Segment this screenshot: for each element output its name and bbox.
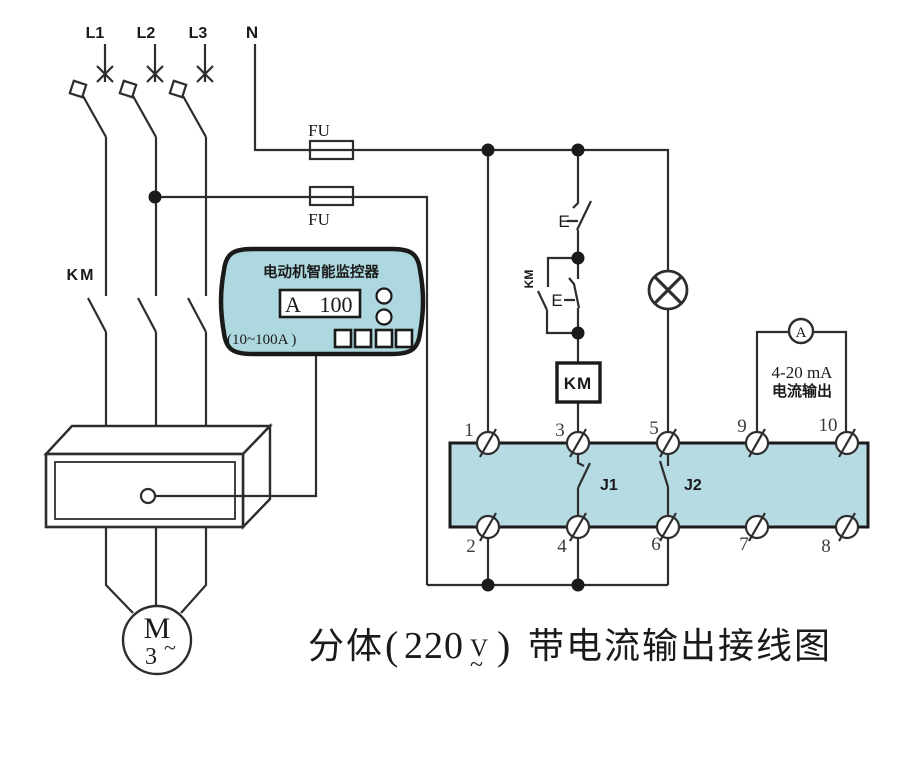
breaker-x-l2	[146, 44, 164, 83]
title-open-paren: (	[385, 623, 398, 668]
title-number: 220	[404, 625, 464, 667]
label-terminal-1: 1	[464, 420, 474, 441]
control-circuit	[253, 44, 689, 443]
terminal-slashes-top	[479, 428, 856, 458]
title-part1: 分体	[308, 625, 384, 666]
junction-dot	[481, 578, 495, 592]
monitor-display-value: 100	[320, 292, 353, 317]
monitor-key-4	[394, 328, 414, 349]
monitor-key-3	[374, 328, 394, 349]
ct-signal-wire	[155, 354, 318, 498]
label-fu2: FU	[308, 210, 330, 229]
label-j2: J2	[684, 477, 702, 494]
monitor-button-top	[375, 287, 393, 305]
stop-button-symbol	[567, 150, 592, 258]
label-km-coil: KM	[564, 374, 592, 393]
label-l1: L1	[86, 25, 105, 42]
fuse-through-wires	[310, 148, 353, 199]
monitor-device: 电动机智能监控器 A 100 (10~100A )	[218, 246, 426, 357]
label-fu1: FU	[308, 121, 330, 140]
label-terminal-5: 5	[649, 418, 659, 439]
isolator-hinge-l1	[68, 79, 88, 99]
monitor-range: (10~100A )	[227, 332, 296, 348]
label-l3: L3	[189, 25, 208, 42]
terminal-strip	[427, 317, 870, 587]
label-terminal-9: 9	[737, 416, 747, 437]
title-volt: V	[470, 635, 488, 662]
isolator-hinge-l2	[118, 79, 138, 99]
junction-dot	[148, 190, 162, 204]
label-terminal-8: 8	[821, 536, 831, 557]
monitor-key-1	[333, 328, 353, 349]
title-volt-tilde: ~	[470, 652, 483, 678]
monitor-key-2	[353, 328, 373, 349]
junction-dot	[571, 251, 585, 265]
ct-tap-circle	[139, 487, 157, 505]
label-terminal-6: 6	[651, 534, 661, 555]
ct-block	[43, 354, 318, 530]
power-wires	[68, 44, 429, 614]
monitor-display-unit: A	[285, 292, 301, 317]
label-km-contactor: KM	[67, 267, 96, 284]
label-terminal-3: 3	[555, 420, 565, 441]
terminals-bottom	[475, 512, 860, 542]
monitor-title: 电动机智能监控器	[263, 263, 379, 281]
isolator-blade-l2	[132, 95, 157, 138]
title-part2: 带电流输出接线图	[528, 625, 832, 666]
motor-phase: 3	[145, 644, 157, 670]
bottom-bus	[427, 527, 670, 587]
label-n: N	[246, 23, 258, 42]
label-j1: J1	[600, 477, 618, 494]
terminals-top	[475, 428, 860, 458]
breaker-x-l3	[196, 44, 214, 83]
km-coil-box	[555, 361, 602, 404]
monitor-display	[278, 288, 362, 319]
ct-box-inner-frame	[54, 461, 236, 520]
motor-symbol: M	[144, 612, 171, 645]
motor-leads	[104, 527, 208, 614]
label-l2: L2	[137, 25, 156, 42]
label-terminal-10: 10	[819, 415, 838, 436]
terminal-slashes-bottom	[479, 512, 856, 542]
junction-dot	[571, 143, 585, 157]
phase-wires-upper	[104, 137, 208, 296]
isolator-blade-l1	[82, 95, 107, 138]
junction-dot	[481, 143, 495, 157]
km-aux-contact	[537, 256, 578, 335]
diagram-title: 分体 ( 220 V ~ ) 带电流输出接线图	[308, 623, 832, 678]
label-e-stop: E	[558, 212, 569, 231]
label-terminal-2: 2	[466, 536, 476, 557]
fu2-branch-wire	[155, 195, 429, 585]
labels: L1 L2 L3 N FU FU KM E E KM KM J1 J2 1 3 …	[67, 23, 838, 557]
junction-dot	[571, 326, 585, 340]
relay-j1-contact	[576, 452, 591, 518]
isolator-hinge-l3	[168, 79, 188, 99]
terminal-strip-body	[448, 441, 870, 529]
start-button-symbol	[564, 258, 581, 333]
motor-circle	[121, 604, 193, 676]
label-terminal-7: 7	[739, 534, 749, 555]
title-close-paren: )	[497, 623, 510, 668]
km-contact-blades	[87, 297, 207, 333]
neutral-wire	[253, 44, 670, 271]
monitor-button-bottom	[375, 308, 393, 326]
lamp-cross	[653, 275, 683, 305]
motor: M 3 ~	[121, 604, 193, 676]
label-output-range: 4-20 mA	[772, 363, 834, 382]
label-terminal-4: 4	[557, 536, 567, 557]
breaker-x-l1	[96, 44, 114, 83]
isolator-blade-l3	[182, 95, 207, 138]
label-output-name: 电流输出	[772, 382, 832, 400]
label-e-start: E	[551, 291, 562, 310]
junction-dot	[571, 578, 585, 592]
ammeter-circle	[787, 317, 815, 345]
motor-tilde: ~	[164, 635, 176, 660]
ct-box-top-face	[43, 424, 273, 456]
label-km-aux: KM	[522, 270, 536, 289]
junction-dots	[148, 143, 585, 592]
label-ammeter: A	[796, 325, 807, 341]
